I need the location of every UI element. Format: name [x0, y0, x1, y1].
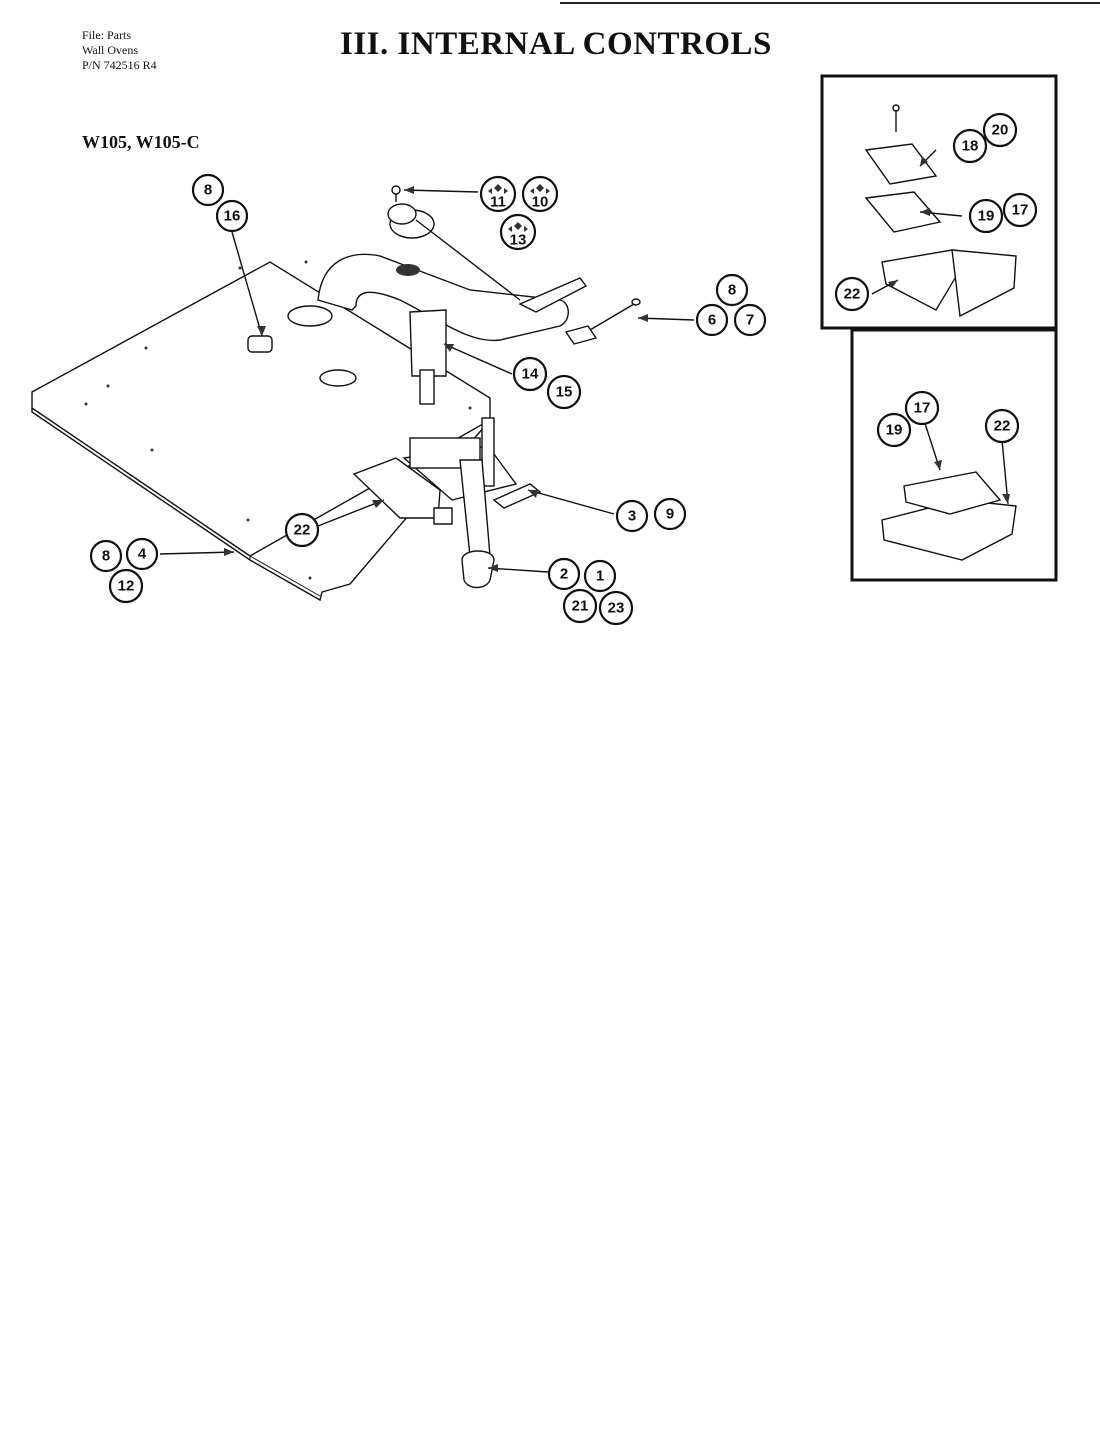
- svg-text:9: 9: [666, 506, 674, 523]
- callout-4: 4: [125, 537, 159, 571]
- svg-text:19: 19: [978, 208, 995, 225]
- callout-18: 18: [952, 128, 988, 164]
- callout-7: 7: [733, 303, 767, 337]
- svg-text:13: 13: [510, 232, 527, 249]
- inset-box-upper: [820, 74, 1058, 330]
- callout-22c: 22: [984, 408, 1020, 444]
- callout-21: 21: [562, 588, 598, 624]
- svg-text:7: 7: [746, 312, 754, 329]
- svg-text:17: 17: [914, 400, 931, 417]
- svg-text:6: 6: [708, 312, 716, 329]
- svg-text:1: 1: [596, 568, 604, 585]
- file-line: Wall Ovens: [82, 43, 139, 57]
- callout-8a: 8: [191, 173, 225, 207]
- callout-22b: 22: [834, 276, 870, 312]
- svg-text:3: 3: [628, 508, 636, 525]
- svg-text:22: 22: [994, 418, 1011, 435]
- bracket-wire: [564, 298, 641, 345]
- callout-1: 1: [583, 559, 617, 593]
- small-sensor: [247, 335, 273, 353]
- svg-text:12: 12: [118, 578, 135, 595]
- file-line: P/N 742516 R4: [82, 58, 157, 72]
- callout-23: 23: [598, 590, 634, 626]
- callout-22a: 22: [284, 512, 320, 548]
- callout-19b: 19: [876, 412, 912, 448]
- callout-19a: 19: [968, 198, 1004, 234]
- svg-text:17: 17: [1012, 202, 1029, 219]
- leader-lines: [159, 149, 1009, 573]
- callout-8b: 8: [715, 273, 749, 307]
- top-rule: [560, 2, 1100, 4]
- svg-text:4: 4: [138, 546, 147, 563]
- svg-text:23: 23: [608, 600, 625, 617]
- callout-2: 2: [547, 557, 581, 591]
- callout-16: 16: [215, 199, 249, 233]
- callout-10: 10: [521, 175, 559, 213]
- svg-text:18: 18: [962, 138, 979, 155]
- file-info: File: Parts Wall Ovens P/N 742516 R4: [82, 28, 157, 73]
- callout-17b: 17: [904, 390, 940, 426]
- callout-14: 14: [512, 356, 548, 392]
- callout-13: 13: [499, 213, 537, 251]
- duct-tube: [317, 203, 588, 405]
- control-assembly: [352, 417, 542, 589]
- callout-9: 9: [653, 497, 687, 531]
- callout-6: 6: [695, 303, 729, 337]
- callout-12: 12: [108, 568, 144, 604]
- svg-text:8: 8: [102, 548, 110, 565]
- svg-text:10: 10: [532, 194, 549, 211]
- model-label: W105, W105-C: [82, 132, 200, 152]
- callout-20: 20: [982, 112, 1018, 148]
- svg-text:22: 22: [844, 286, 861, 303]
- callout-8c: 8: [89, 539, 123, 573]
- svg-text:14: 14: [522, 366, 539, 383]
- svg-text:21: 21: [572, 598, 589, 615]
- svg-text:8: 8: [204, 182, 212, 199]
- callout-17a: 17: [1002, 192, 1038, 228]
- callout-3: 3: [615, 499, 649, 533]
- callout-15: 15: [546, 374, 582, 410]
- file-line: File: Parts: [82, 28, 132, 42]
- callout-11: 11: [479, 175, 517, 213]
- svg-text:15: 15: [556, 384, 573, 401]
- svg-text:2: 2: [560, 566, 568, 583]
- svg-text:22: 22: [294, 522, 311, 539]
- clover-marks: [488, 184, 550, 232]
- svg-text:16: 16: [224, 208, 241, 225]
- svg-text:8: 8: [728, 282, 736, 299]
- arrow-heads: [224, 156, 1010, 572]
- screw: [391, 185, 401, 202]
- inset-box-lower: [850, 328, 1058, 582]
- page-title: III. INTERNAL CONTROLS: [340, 26, 772, 62]
- svg-text:20: 20: [992, 122, 1009, 139]
- svg-text:11: 11: [490, 194, 506, 211]
- svg-text:19: 19: [886, 422, 903, 439]
